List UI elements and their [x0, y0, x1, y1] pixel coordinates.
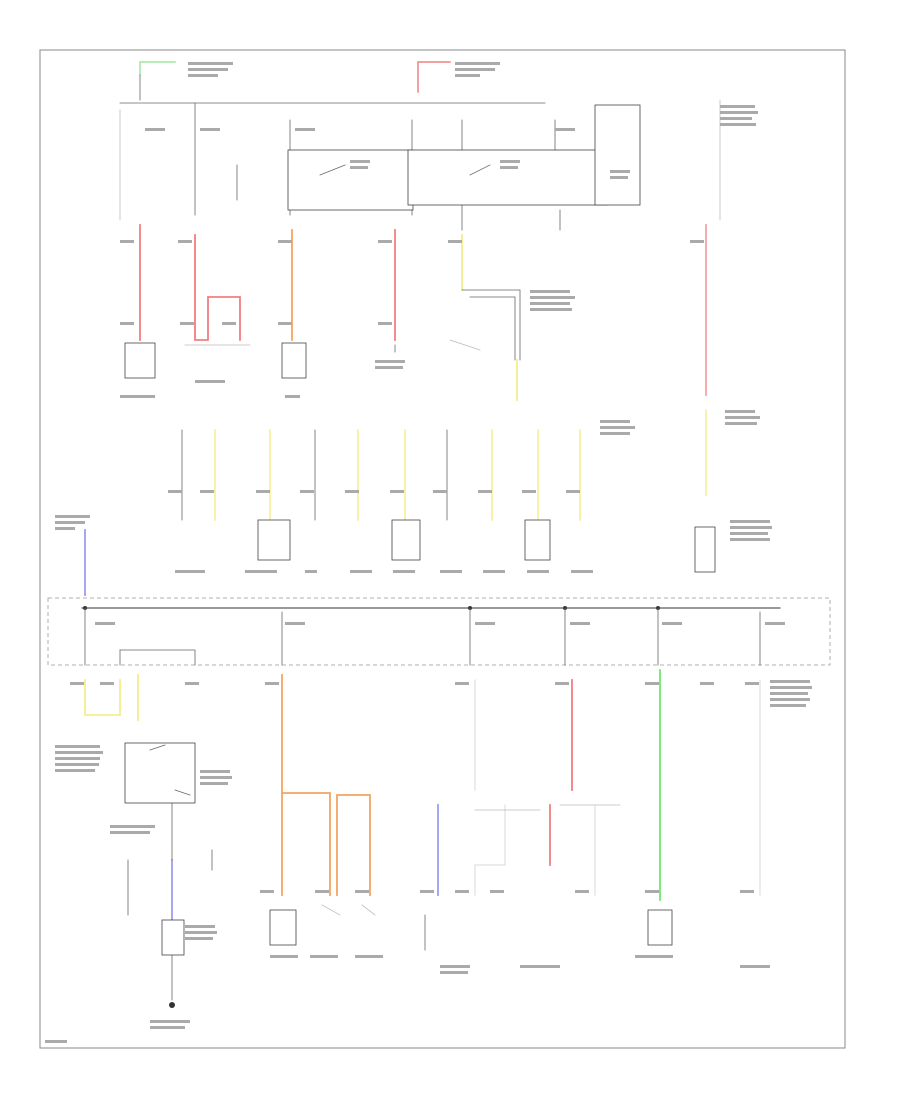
main-bus	[47, 529, 831, 666]
upper-components	[124, 339, 481, 379]
upper-colored-wires	[139, 224, 707, 496]
middle-connector-row	[181, 429, 716, 573]
lower-colored-wires	[84, 669, 761, 921]
diagram-border	[39, 49, 846, 1049]
label-marks	[45, 62, 812, 1043]
top-power-feed	[119, 61, 721, 231]
lower-components	[124, 742, 673, 1008]
